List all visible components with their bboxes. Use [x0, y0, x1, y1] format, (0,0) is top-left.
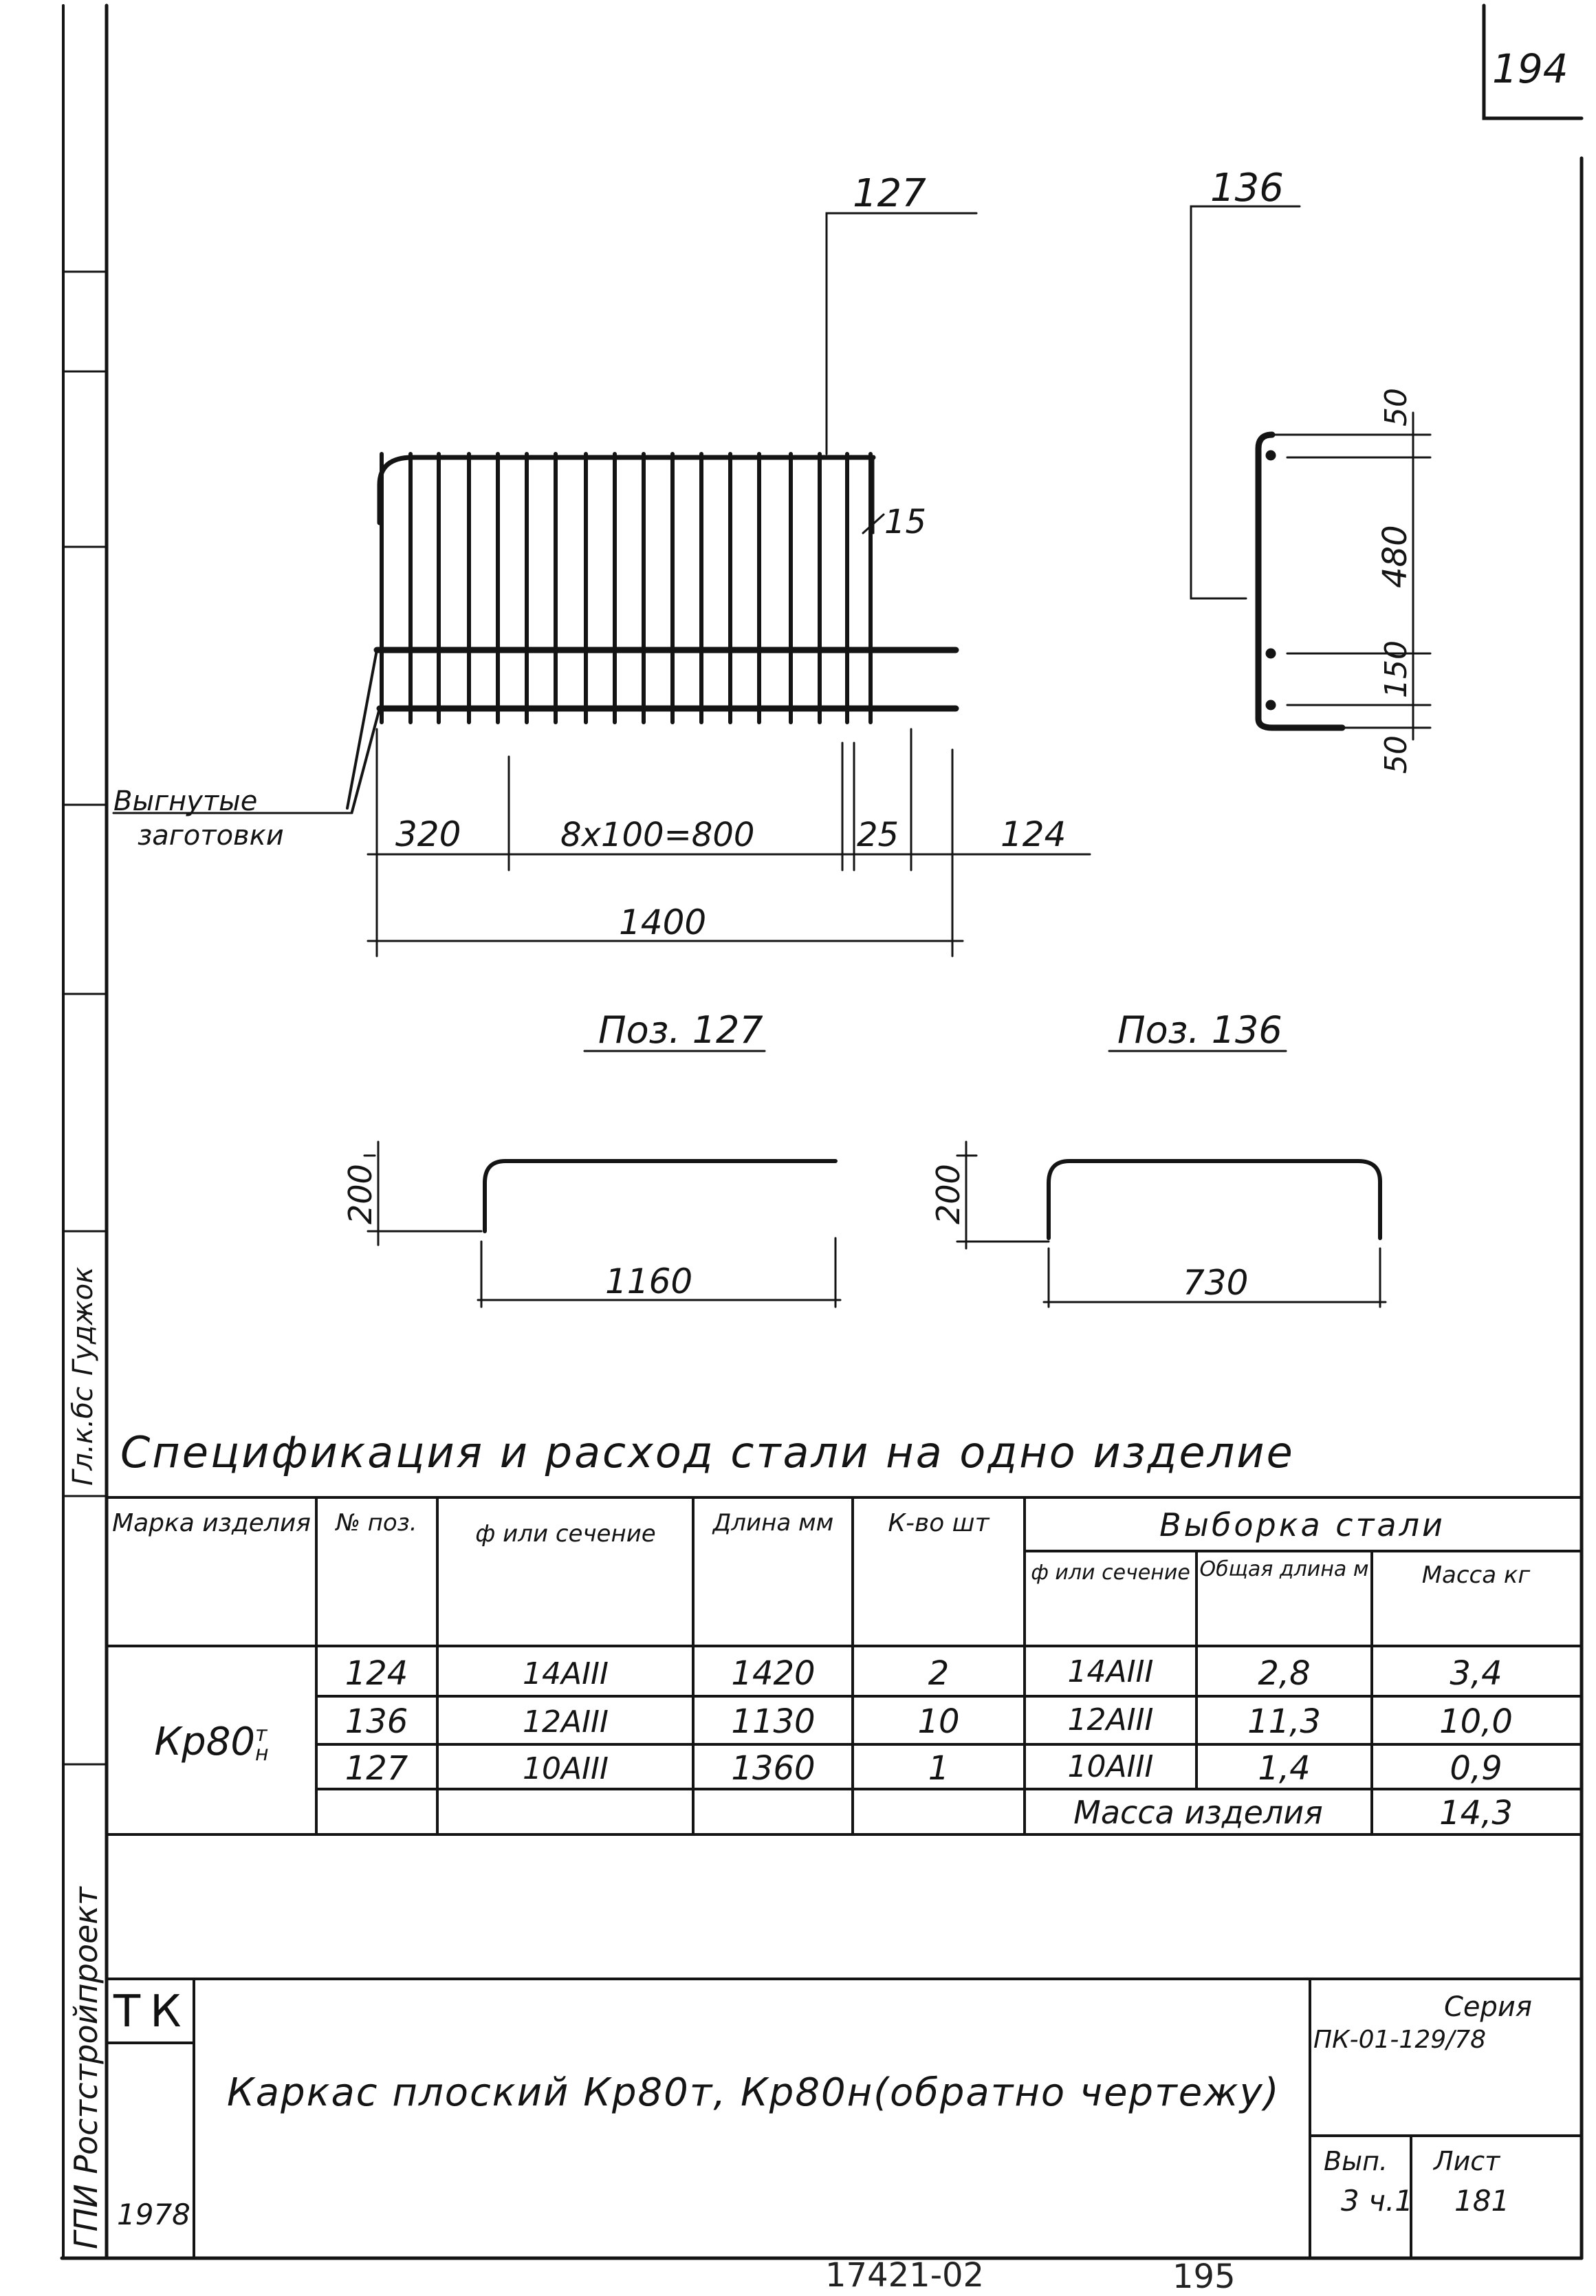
dim-50-bottom: 50: [1379, 735, 1414, 774]
header-pos: № поз.: [336, 1509, 417, 1537]
leader-136: [1190, 205, 1301, 600]
series-label: Серия: [1444, 1991, 1532, 2023]
leader-127: [825, 212, 978, 455]
frame-section: [1190, 205, 1432, 741]
table-row-2-mass: 10,0: [1439, 1702, 1513, 1741]
sidebar-role-1: Гл.к.бс: [67, 1386, 99, 1486]
header-length: Длина мм: [712, 1509, 834, 1537]
page-number: 195: [1172, 2257, 1236, 2296]
year: 1978: [117, 2198, 190, 2231]
table-row-2-sel-section: 12АIII: [1067, 1702, 1154, 1737]
note-line-2: заготовки: [138, 820, 284, 852]
header-sel-mass: Масса кг: [1421, 1561, 1531, 1589]
table-row-1-length: 1420: [731, 1654, 816, 1693]
label-pos-136: 136: [1210, 166, 1284, 210]
table-row-1-section: 14АIII: [522, 1656, 609, 1691]
dim-320: 320: [395, 814, 461, 854]
frame-elevation: [112, 212, 1091, 957]
sheet-value: 181: [1454, 2184, 1510, 2218]
mark-value-text: Кр80: [154, 1720, 255, 1764]
dimension-extension-lines: [375, 728, 954, 957]
table-row-3-section: 10АIII: [522, 1751, 609, 1786]
issue-label: Вып.: [1324, 2146, 1388, 2176]
table-row-3-sel-section: 10АIII: [1067, 1749, 1154, 1784]
table-row-3-qty: 1: [928, 1749, 950, 1788]
total-label: Масса изделия: [1073, 1794, 1323, 1831]
spec-title: Спецификация и расход стали на одно изде…: [120, 1427, 1295, 1477]
mark-sup: т: [254, 1722, 267, 1746]
top-bent-bar: [377, 455, 876, 526]
stirrup-section: [1255, 431, 1346, 731]
detail-136-length: 730: [1183, 1263, 1248, 1303]
dim-15: 15: [884, 503, 926, 541]
header-mark: Марка изделия: [112, 1509, 311, 1537]
table-row-2-total-length: 11,3: [1247, 1702, 1321, 1741]
table-row-2-length: 1130: [731, 1702, 816, 1741]
total-value: 14,3: [1439, 1794, 1513, 1832]
table-row-1-sel-section: 14АIII: [1067, 1654, 1154, 1689]
detail-136: [956, 1050, 1387, 1308]
drawing-title: Каркас плоский Кр80т, Кр80н(обратно черт…: [227, 2070, 1280, 2115]
header-section: ф или сечение: [475, 1520, 656, 1548]
corner-sheet-box: [1482, 3, 1584, 120]
header-sel-total-length: Общая длина м: [1199, 1557, 1369, 1581]
dim-800: 8х100=800: [560, 816, 754, 854]
vertical-bars: [380, 452, 873, 724]
table-row-2-pos: 136: [345, 1702, 408, 1741]
table-row-1-mass: 3,4: [1450, 1654, 1502, 1693]
detail-127-title: Поз. 127: [598, 1008, 763, 1052]
dim-124: 124: [1001, 814, 1066, 854]
header-selection: Выборка стали: [1159, 1506, 1445, 1544]
note-line-1: Выгнутые: [113, 786, 257, 817]
header-qty: К-во шт: [888, 1509, 990, 1537]
detail-127-length: 1160: [605, 1261, 692, 1301]
detail-136-height: 200: [930, 1164, 967, 1224]
archive-code: 17421-02: [825, 2256, 985, 2295]
sidebar-dividers: [62, 270, 108, 1766]
table-row-1-qty: 2: [928, 1654, 950, 1693]
dim-150: 150: [1379, 640, 1414, 698]
table-row-1-pos: 124: [345, 1654, 408, 1693]
sidebar-org: ГПИ Ростстройпроект: [67, 1887, 105, 2249]
series-value: ПК-01-129/78: [1313, 2026, 1487, 2054]
detail-127: [363, 1050, 842, 1308]
detail-127-height: 200: [342, 1164, 379, 1224]
table-row-3-length: 1360: [731, 1749, 816, 1788]
mark-sub: н: [254, 1741, 269, 1766]
dim-1400: 1400: [619, 902, 706, 942]
dim-480: 480: [1376, 525, 1414, 588]
table-row-1-total-length: 2,8: [1258, 1654, 1311, 1693]
issue-value: 3 ч.1: [1341, 2184, 1413, 2218]
dim-50-top: 50: [1379, 388, 1414, 426]
label-pos-127: 127: [853, 171, 926, 216]
table-row-3-mass: 0,9: [1450, 1749, 1502, 1788]
corner-sheet-number: 194: [1492, 45, 1568, 92]
dim-25: 25: [857, 816, 899, 854]
sidebar-role-2: Гуджок: [67, 1266, 99, 1376]
table-row-3-pos: 127: [345, 1749, 408, 1788]
title-block-grid: [105, 1978, 1583, 2260]
table-row-3-total-length: 1,4: [1258, 1749, 1311, 1788]
table-row-2-qty: 10: [917, 1702, 960, 1741]
org-code: ТК: [113, 1986, 191, 2037]
header-sel-section: ф или сечение: [1031, 1561, 1190, 1585]
detail-136-title: Поз. 136: [1117, 1008, 1282, 1052]
spec-table-grid: [105, 1496, 1583, 1836]
table-row-2-section: 12АIII: [522, 1704, 609, 1740]
sheet-label: Лист: [1434, 2146, 1500, 2176]
